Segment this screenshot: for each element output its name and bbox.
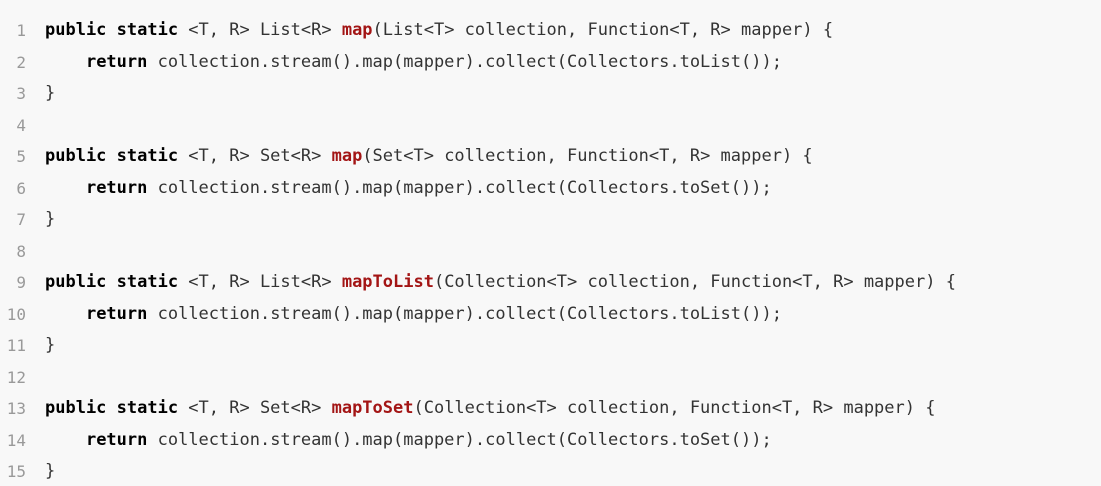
code-token: collection.stream().map(mapper).collect(…	[147, 51, 782, 72]
code-token: collection.stream().map(mapper).collect(…	[147, 177, 772, 198]
code-token: }	[45, 209, 56, 229]
keyword-token: return	[85, 177, 148, 198]
code-text: return collection.stream().map(mapper).c…	[45, 299, 782, 331]
line-number: 5	[16, 147, 26, 166]
code-token: }	[45, 83, 56, 103]
code-text: }	[45, 78, 55, 110]
line-number: 6	[16, 178, 26, 198]
keyword-token: public static	[45, 20, 179, 40]
code-token: (Set<T> collection, Function<T, R> mappe…	[362, 146, 813, 166]
code-line: 4	[0, 110, 1101, 142]
code-text: return collection.stream().map(mapper).c…	[45, 47, 782, 79]
code-token	[45, 52, 86, 72]
line-number: 11	[6, 336, 26, 355]
line-number: 13	[6, 399, 26, 418]
code-text: return collection.stream().map(mapper).c…	[45, 425, 772, 457]
code-token	[45, 430, 86, 450]
keyword-token: public static	[45, 272, 179, 292]
line-number: 14	[6, 430, 26, 450]
code-line: 1 public static <T, R> List<R> map(List<T…	[0, 15, 1101, 47]
code-line: 12	[0, 362, 1101, 394]
code-token: <T, R> Set<R>	[178, 146, 332, 166]
code-token: <T, R> List<R>	[178, 20, 342, 40]
code-text: }	[45, 330, 55, 362]
line-number: 12	[6, 367, 26, 387]
code-text: public static <T, R> Set<R> map(Set<T> c…	[45, 141, 813, 173]
code-line: 9 public static <T, R> List<R> mapToList(…	[0, 267, 1101, 299]
code-text: }	[45, 204, 55, 236]
line-number: 1	[16, 21, 26, 40]
code-line: 10 return collection.stream().map(mapper…	[0, 299, 1101, 331]
code-text: public static <T, R> List<R> map(List<T>…	[45, 15, 833, 47]
code-text: public static <T, R> List<R> mapToList(C…	[45, 267, 956, 299]
code-line: 15}	[0, 456, 1101, 486]
code-token: (Collection<T> collection, Function<T, R…	[433, 272, 956, 292]
code-line: 6 return collection.stream().map(mapper)…	[0, 173, 1101, 205]
code-text: return collection.stream().map(mapper).c…	[45, 173, 772, 205]
code-line: 14 return collection.stream().map(mapper…	[0, 425, 1101, 457]
code-token: <T, R> List<R>	[178, 272, 342, 292]
keyword-token: return	[85, 303, 148, 324]
line-number: 15	[6, 462, 26, 481]
keyword-token: return	[85, 429, 148, 450]
line-number: 9	[16, 273, 26, 292]
code-line: 5 public static <T, R> Set<R> map(Set<T> …	[0, 141, 1101, 173]
keyword-token: public static	[45, 146, 179, 166]
line-number: 3	[16, 84, 26, 103]
keyword-token: return	[85, 51, 148, 72]
code-text: public static <T, R> Set<R> mapToSet(Col…	[45, 393, 935, 425]
line-number: 7	[16, 210, 26, 229]
code-line: 2 return collection.stream().map(mapper)…	[0, 47, 1101, 79]
code-token: }	[45, 461, 56, 481]
code-line: 11}	[0, 330, 1101, 362]
line-number: 2	[16, 52, 26, 72]
function-name-token: map	[331, 146, 363, 166]
code-token: (List<T> collection, Function<T, R> mapp…	[372, 20, 834, 40]
keyword-token: public static	[45, 398, 179, 418]
code-token: <T, R> Set<R>	[178, 398, 332, 418]
function-name-token: map	[341, 20, 373, 40]
code-token: }	[45, 335, 56, 355]
code-text: }	[45, 456, 55, 486]
function-name-token: mapToList	[341, 272, 434, 292]
code-token	[45, 178, 86, 198]
code-token: (Collection<T> collection, Function<T, R…	[413, 398, 936, 418]
function-name-token: mapToSet	[331, 398, 414, 418]
code-token: collection.stream().map(mapper).collect(…	[147, 303, 782, 324]
code-token: collection.stream().map(mapper).collect(…	[147, 429, 772, 450]
code-line: 7}	[0, 204, 1101, 236]
line-number: 10	[6, 304, 26, 324]
code-line: 3}	[0, 78, 1101, 110]
code-token	[45, 304, 86, 324]
line-number: 4	[16, 115, 26, 135]
code-line: 13 public static <T, R> Set<R> mapToSet(C…	[0, 393, 1101, 425]
code-line: 8	[0, 236, 1101, 268]
line-number: 8	[16, 241, 26, 261]
